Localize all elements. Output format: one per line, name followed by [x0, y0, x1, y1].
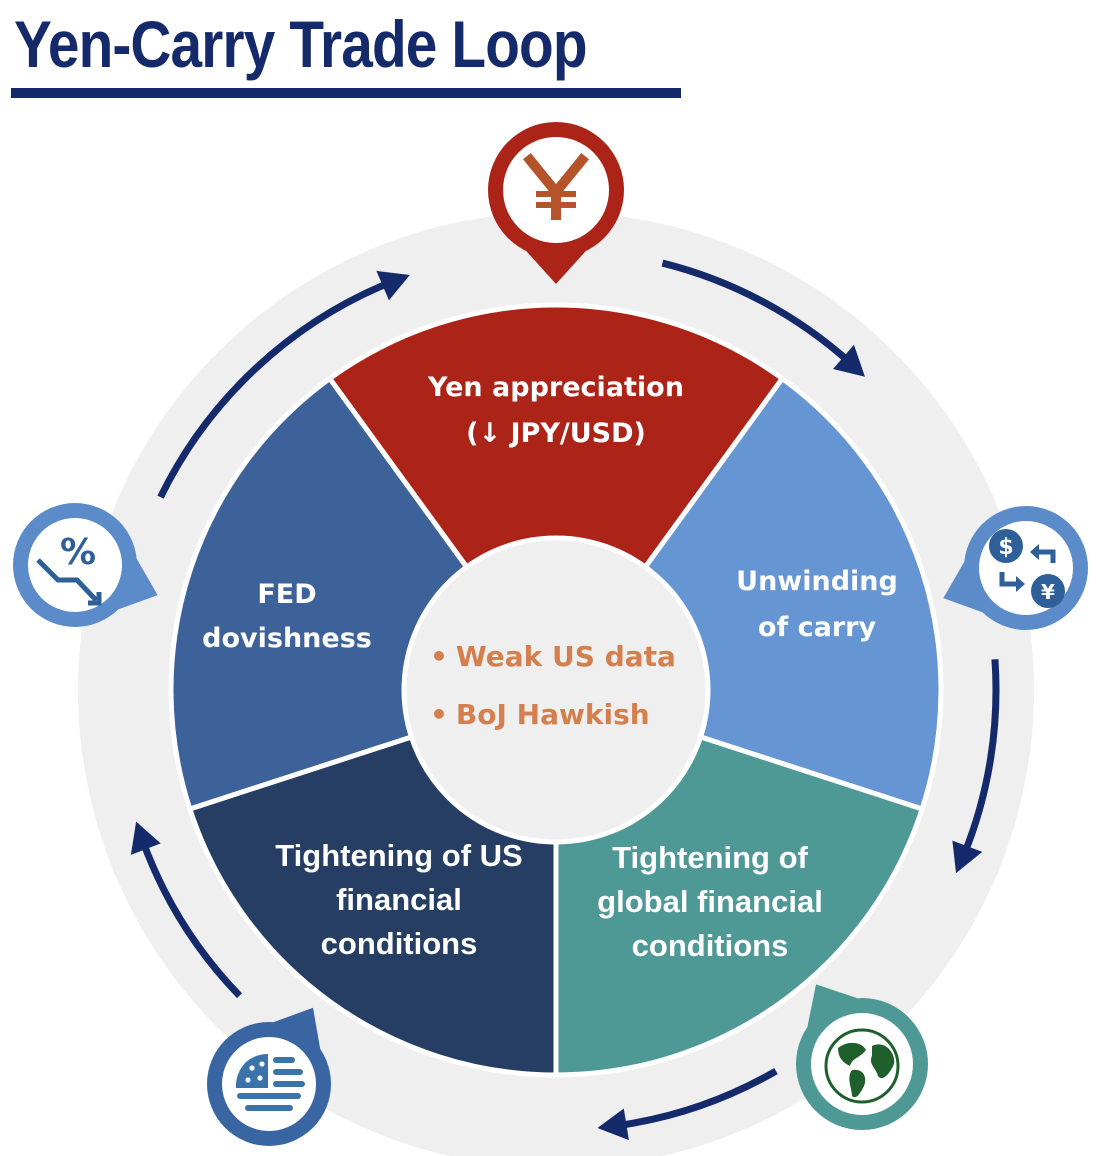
cycle-arrow-1 — [661, 259, 853, 366]
us-flag-icon — [207, 1007, 331, 1146]
flag-star — [259, 1061, 265, 1067]
segment-label-line: global financial — [597, 884, 823, 919]
arrowhead-icon — [88, 592, 102, 606]
bullet-text: Weak US data — [456, 640, 676, 673]
segment-label-line: FED — [257, 579, 316, 610]
dollar-coin-icon — [989, 529, 1023, 563]
page-title: Yen-Carry Trade Loop — [14, 7, 587, 81]
segment-label-line: conditions — [632, 928, 789, 963]
arrowhead-icon — [952, 840, 983, 874]
center-circle — [401, 535, 711, 845]
segment-label-yen-appreciation: Yen appreciation (↓ JPY/USD) — [427, 372, 684, 449]
continent-north-america — [838, 1042, 866, 1066]
segment-label-line: financial — [336, 882, 462, 917]
center-bullet-2: •BoJ Hawkish — [430, 698, 650, 731]
arrowhead-icon — [833, 344, 865, 377]
flag-star — [249, 1065, 255, 1071]
arrowhead-icon — [376, 270, 410, 301]
segment-icons: $¥% — [13, 122, 1088, 1146]
segment-label-line: Unwinding — [736, 566, 898, 597]
segment-label-fed-dovishness: FED dovishness — [202, 579, 372, 654]
bullet-dot: • — [430, 640, 448, 673]
cycle-arrows — [130, 259, 1000, 1141]
center-bullet-1: •Weak US data — [430, 640, 676, 673]
segment-yen-appreciation — [326, 302, 786, 661]
callout-inner — [28, 518, 122, 612]
currency-exchange-icon: $¥ — [943, 506, 1088, 630]
segment-label-unwinding-of-carry: Unwinding of carry — [736, 566, 898, 643]
exchange-arrow-icon — [999, 572, 1019, 587]
dollar-glyph: $ — [998, 535, 1013, 560]
flag-star — [245, 1077, 251, 1083]
callout-tail — [526, 251, 586, 284]
cycle-arrow-3 — [616, 1068, 778, 1130]
title-underline — [11, 88, 681, 98]
globe-icon — [796, 984, 928, 1130]
cycle-arrow-5 — [157, 278, 393, 499]
segment-label-line: conditions — [321, 926, 478, 961]
arrowhead-icon — [597, 1108, 629, 1141]
segment-label-line: Tightening of — [612, 840, 808, 875]
percent-down-icon: % — [13, 503, 158, 627]
yen-icon — [488, 122, 624, 284]
cycle-arrow-4 — [139, 839, 243, 999]
arrowhead-icon — [130, 821, 161, 855]
bullet-dot: • — [430, 698, 448, 731]
segment-label-tightening-us: Tightening of US financial conditions — [275, 838, 522, 961]
arrowhead-icon — [1016, 576, 1025, 592]
bullet-text: BoJ Hawkish — [456, 698, 650, 731]
percent-glyph: % — [60, 532, 96, 573]
continent-africa-europe — [870, 1044, 895, 1079]
segment-label-line: Yen appreciation — [427, 372, 684, 403]
center-bullets: •Weak US data •BoJ Hawkish — [430, 640, 676, 731]
flag-star — [257, 1075, 263, 1081]
downtrend-line-icon — [36, 558, 98, 602]
segment-label-tightening-global: Tightening of global financial conditions — [597, 840, 823, 963]
segment-label-line: dovishness — [202, 623, 372, 654]
segment-label-line: (↓ JPY/USD) — [466, 418, 646, 449]
cycle-arrow-2 — [960, 659, 1000, 857]
segment-label-line: of carry — [758, 612, 877, 643]
segment-labels: Yen appreciation (↓ JPY/USD) Unwinding of c… — [202, 372, 898, 963]
arrowhead-icon — [1030, 544, 1039, 560]
yen-glyph: ¥ — [1041, 580, 1055, 604]
continent-south-america — [849, 1069, 866, 1098]
exchange-arrow-icon — [1036, 549, 1056, 563]
yen-coin-icon — [1031, 574, 1065, 608]
segment-label-line: Tightening of US — [275, 838, 522, 873]
